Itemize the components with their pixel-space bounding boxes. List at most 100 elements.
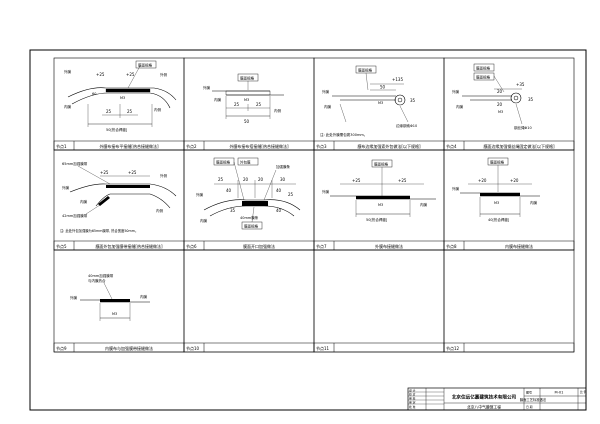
detail-cell-3: 节点3 膜布边缘加强索外包做法[以下规格] 膜面规格 +135 50 M3 外膜… <box>313 57 445 151</box>
sheet-border <box>29 49 587 411</box>
steel-rope-core <box>513 95 519 101</box>
membrane-inner <box>71 92 171 109</box>
outer-membrane-label: 外膜 <box>452 186 460 191</box>
spec-label: 膜面规格 <box>374 162 388 167</box>
caption-strip <box>313 342 445 353</box>
cell-frame <box>53 57 185 151</box>
tape-label: 42mm加强膜带 <box>62 213 88 218</box>
cell-frame <box>443 149 575 251</box>
title-block-frame <box>407 387 587 411</box>
edge-cable <box>394 94 406 106</box>
material-code: M3 <box>498 110 503 114</box>
inner-membrane-label: 内膜 <box>200 218 207 223</box>
tape-label: 40mm加强膜带 <box>88 273 114 278</box>
spec-label: 膜面规格 <box>240 76 254 81</box>
detail-caption: 外膜布接布平接缝[热合接缝做法] <box>99 143 159 149</box>
outer-side-label: 外侧 <box>160 72 167 77</box>
spec-box <box>213 157 235 166</box>
dim-value: 40 <box>276 208 282 213</box>
steel-rope <box>510 92 522 104</box>
detail-cell-2: 节点2 外膜布接布搭接缝[热合接缝做法] 膜面规格 M3 外膜 内膜 25 25… <box>183 57 315 151</box>
dim-value: 20 <box>497 89 503 94</box>
dim-value: +25 <box>128 170 137 175</box>
detail-number: 节点3 <box>316 143 327 149</box>
detail-number: 节点10 <box>186 345 200 351</box>
outer-membrane-label: 外膜 <box>64 69 71 74</box>
detail-cell-7: 节点7 外膜布接缝做法 膜面规格 +25 +25 外膜 内膜 M3 50[热合焊… <box>313 149 445 251</box>
tape-label: 65mm加强膜带 <box>62 161 88 166</box>
inner-membrane-label: 内膜 <box>324 104 332 109</box>
detail-cell-8: 节点8 内膜布接缝做法 膜面规格 +20 +20 外膜 内膜 M3 40[热合焊… <box>443 149 575 251</box>
dim-value: 35 <box>410 98 416 103</box>
spec-label: 膜面规格 <box>490 160 504 165</box>
weld-seam <box>480 193 520 196</box>
detail-caption: 外膜布接缝做法 <box>375 243 403 249</box>
dim-value: 35 <box>230 208 236 213</box>
outer-membrane-label: 外膜 <box>203 85 210 90</box>
detail-cell-10: 节点10 <box>183 249 315 353</box>
inner-membrane-label: 内膜 <box>64 104 71 109</box>
dim-value: 20 <box>497 102 503 107</box>
rope-label: 钢丝绳Φ10 <box>514 125 532 130</box>
title-block-field: 批 准 <box>409 405 416 409</box>
leader <box>493 75 505 93</box>
detail-number: 节点11 <box>316 345 330 351</box>
dim-value: 50 <box>244 119 250 124</box>
detail-cell-9: 节点9 内膜布与加强膜带接缝做法 40mm加强膜带 与内膜热合 外膜 内膜 M3 <box>53 249 185 353</box>
leader <box>127 65 141 89</box>
spec-label: 膜面规格 <box>358 68 372 73</box>
caption-strip <box>443 342 575 353</box>
detail-number: 节点1 <box>56 143 67 149</box>
material-code: M3 <box>112 312 117 316</box>
reinforcement-tape <box>100 299 130 302</box>
dim-value: +25 <box>126 72 135 77</box>
material-code: M3 <box>378 101 383 105</box>
title-block-field: 设 计 <box>409 388 416 392</box>
outer-membrane-label: 外膜 <box>452 89 460 94</box>
spec-label: 膜面规格 <box>476 75 490 80</box>
inner-membrane-label: 内膜 <box>140 294 147 299</box>
outer-membrane-label: 外膜 <box>322 189 330 194</box>
outer-membrane-label: 外膜 <box>322 89 330 94</box>
dim-value: 25 <box>218 177 224 182</box>
title-block-field: 日 期 <box>526 405 533 409</box>
dim-value: 60 <box>92 92 96 96</box>
dim-value: 40 <box>226 188 232 193</box>
detail-cell-12: 节点12 <box>443 249 575 353</box>
weld-width: 50[热合焊缝] <box>366 217 388 222</box>
detail-cell-5: 节点5 膜面外包加强膜带接缝[热合接缝做法] 65mm加强膜带 +25 +25 … <box>53 149 185 251</box>
detail-number: 节点7 <box>316 243 327 249</box>
note: 注: 此处外膜需包裹300mm。 <box>320 132 367 137</box>
outer-membrane-label: 外膜 <box>196 192 203 197</box>
membrane-outer <box>203 199 301 211</box>
detail-cell-1: 节点1 外膜布接布平接缝[热合接缝做法] 外膜 内膜 膜面规格 +25 +25 … <box>53 57 185 151</box>
title-block-field: 校 对 <box>409 392 416 396</box>
dim-value: 30 <box>280 177 286 182</box>
leader <box>233 161 245 201</box>
leader <box>399 105 409 123</box>
inner-membrane-label: 内膜 <box>80 199 87 204</box>
detail-cell-11: 节点11 <box>313 249 445 353</box>
dim-value: 20 <box>258 177 264 182</box>
detail-caption: 膜面外包加强膜带接缝[热合接缝做法] <box>95 243 163 249</box>
dim-value: +25 <box>398 178 407 183</box>
inner-membrane-label: 内膜 <box>530 200 538 205</box>
drawing-no: M-01 <box>555 391 564 395</box>
leader <box>515 103 523 125</box>
spec-box <box>237 157 259 166</box>
weld-seam <box>105 88 151 93</box>
wrap-label: 外包膜 <box>240 160 251 165</box>
spec-label: 膜面规格 <box>138 63 152 68</box>
project-name: 北京八中气膜馆工程 <box>467 405 501 410</box>
leader <box>365 72 369 91</box>
spec-box <box>135 60 157 69</box>
detail-number: 节点9 <box>56 345 67 351</box>
inner-side-label: 内侧 <box>156 208 163 213</box>
leader <box>339 103 347 123</box>
dim-value: 50 <box>380 85 386 90</box>
caption-strip <box>183 342 315 353</box>
inner-membrane-label: 内膜 <box>456 104 464 109</box>
weld-width: 40[热合焊缝] <box>488 217 510 222</box>
drawing-title: 膜面工艺标准做法 <box>520 397 547 402</box>
